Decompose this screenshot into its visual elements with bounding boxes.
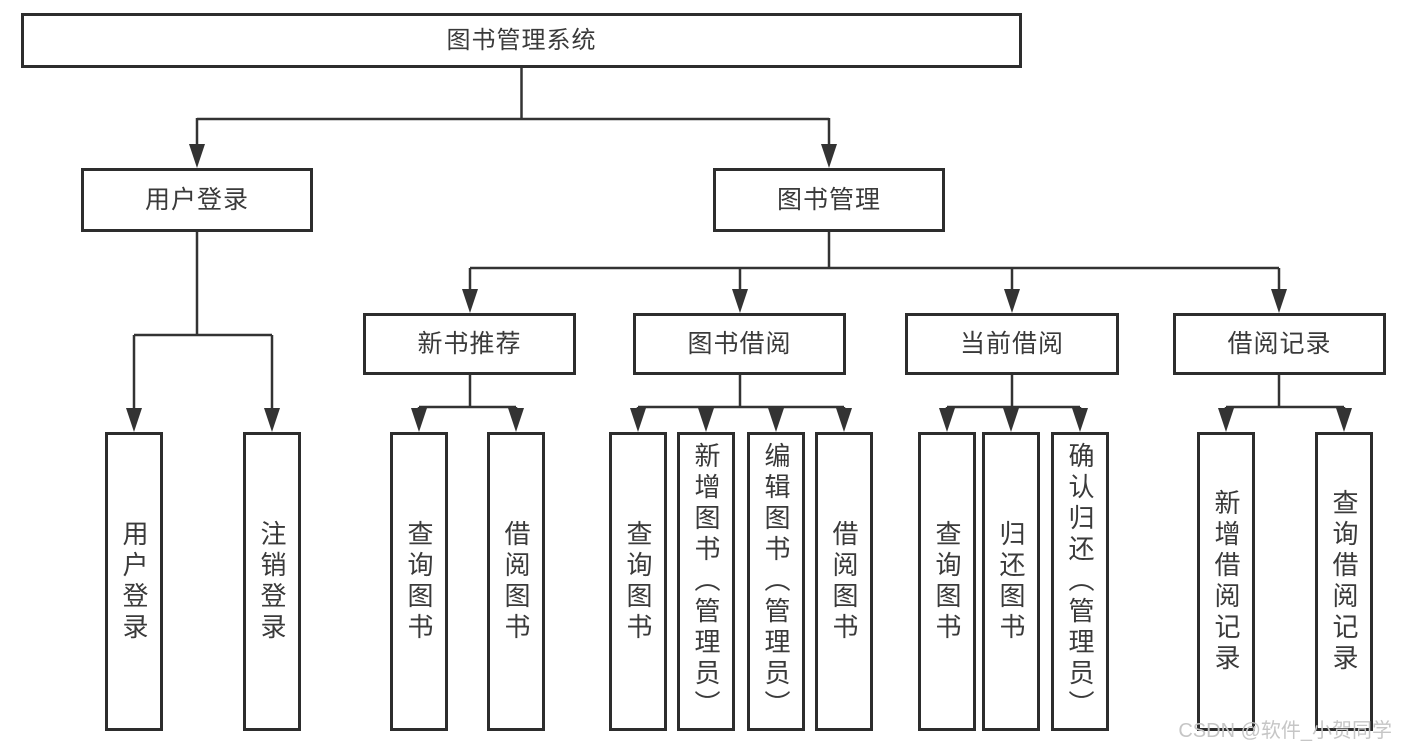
leaf-recommend-query-book: 查询图书 — [390, 432, 448, 731]
node-user-login: 用户登录 — [81, 168, 313, 232]
leaf-user-login: 用户登录 — [105, 432, 163, 731]
connector-records-split — [1224, 375, 1346, 414]
watermark: CSDN @软件_小贺同学 — [1178, 720, 1392, 742]
node-borrow-records: 借阅记录 — [1173, 313, 1386, 375]
leaf-logout: 注销登录 — [243, 432, 301, 731]
leaf-records-add-record: 新增借阅记录 — [1197, 432, 1255, 731]
connector-user-login-split — [132, 232, 274, 414]
leaf-current-return-book: 归还图书 — [982, 432, 1040, 731]
connector-borrow-split — [636, 375, 846, 414]
leaf-borrow-borrow-book: 借阅图书 — [815, 432, 873, 731]
connector-recommend-split — [417, 375, 518, 414]
node-library-management-system: 图书管理系统 — [21, 13, 1022, 68]
leaf-current-query-book: 查询图书 — [918, 432, 976, 731]
leaf-records-query-record: 查询借阅记录 — [1315, 432, 1373, 731]
node-book-borrow: 图书借阅 — [633, 313, 846, 375]
arrowheads — [126, 144, 1352, 432]
leaf-borrow-add-book: 新增图书（管理员） — [677, 432, 735, 731]
node-book-management: 图书管理 — [713, 168, 945, 232]
node-new-book-recommend: 新书推荐 — [363, 313, 576, 375]
leaf-borrow-edit-book: 编辑图书（管理员） — [747, 432, 805, 731]
leaf-borrow-query-book: 查询图书 — [609, 432, 667, 731]
node-current-borrow: 当前借阅 — [905, 313, 1119, 375]
leaf-recommend-borrow-book: 借阅图书 — [487, 432, 545, 731]
leaf-current-confirm-return: 确认归还（管理员） — [1051, 432, 1109, 731]
connector-book-management-split — [468, 232, 1281, 295]
connector-root-split — [195, 68, 831, 150]
